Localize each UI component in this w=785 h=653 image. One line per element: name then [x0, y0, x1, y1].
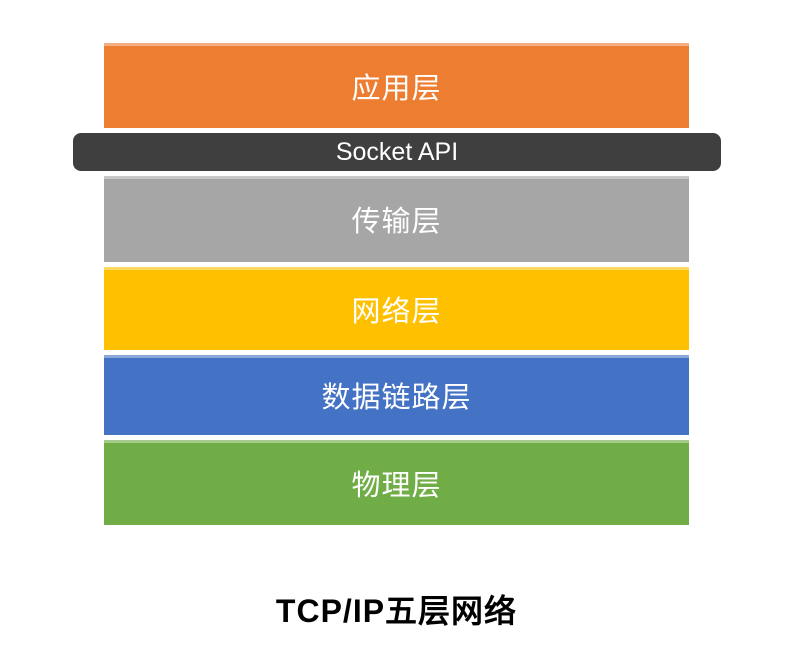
network-layer-label: 网络层 [351, 295, 442, 328]
datalink-layer-label: 数据链路层 [321, 382, 472, 414]
row-datalink-layer: 数据链路层 [104, 355, 689, 435]
row-physical-layer: 物理层 [104, 440, 689, 525]
row-application-layer: 应用层 [104, 43, 689, 128]
row-transport-layer: 传输层 [104, 176, 689, 262]
transport-layer-label: 传输层 [351, 206, 442, 238]
tcpip-layer-diagram: 应用层 Socket API 传输层网络层数据链路层物理层 [73, 43, 721, 525]
row-network-layer: 网络层 [104, 267, 689, 350]
row-socket-api: Socket API [73, 133, 721, 171]
diagram-title: TCP/IP五层网络 [275, 593, 518, 629]
physical-layer-label: 物理层 [351, 469, 442, 502]
socket-api-label: Socket API [335, 137, 459, 166]
application-layer-label: 应用层 [351, 72, 442, 105]
